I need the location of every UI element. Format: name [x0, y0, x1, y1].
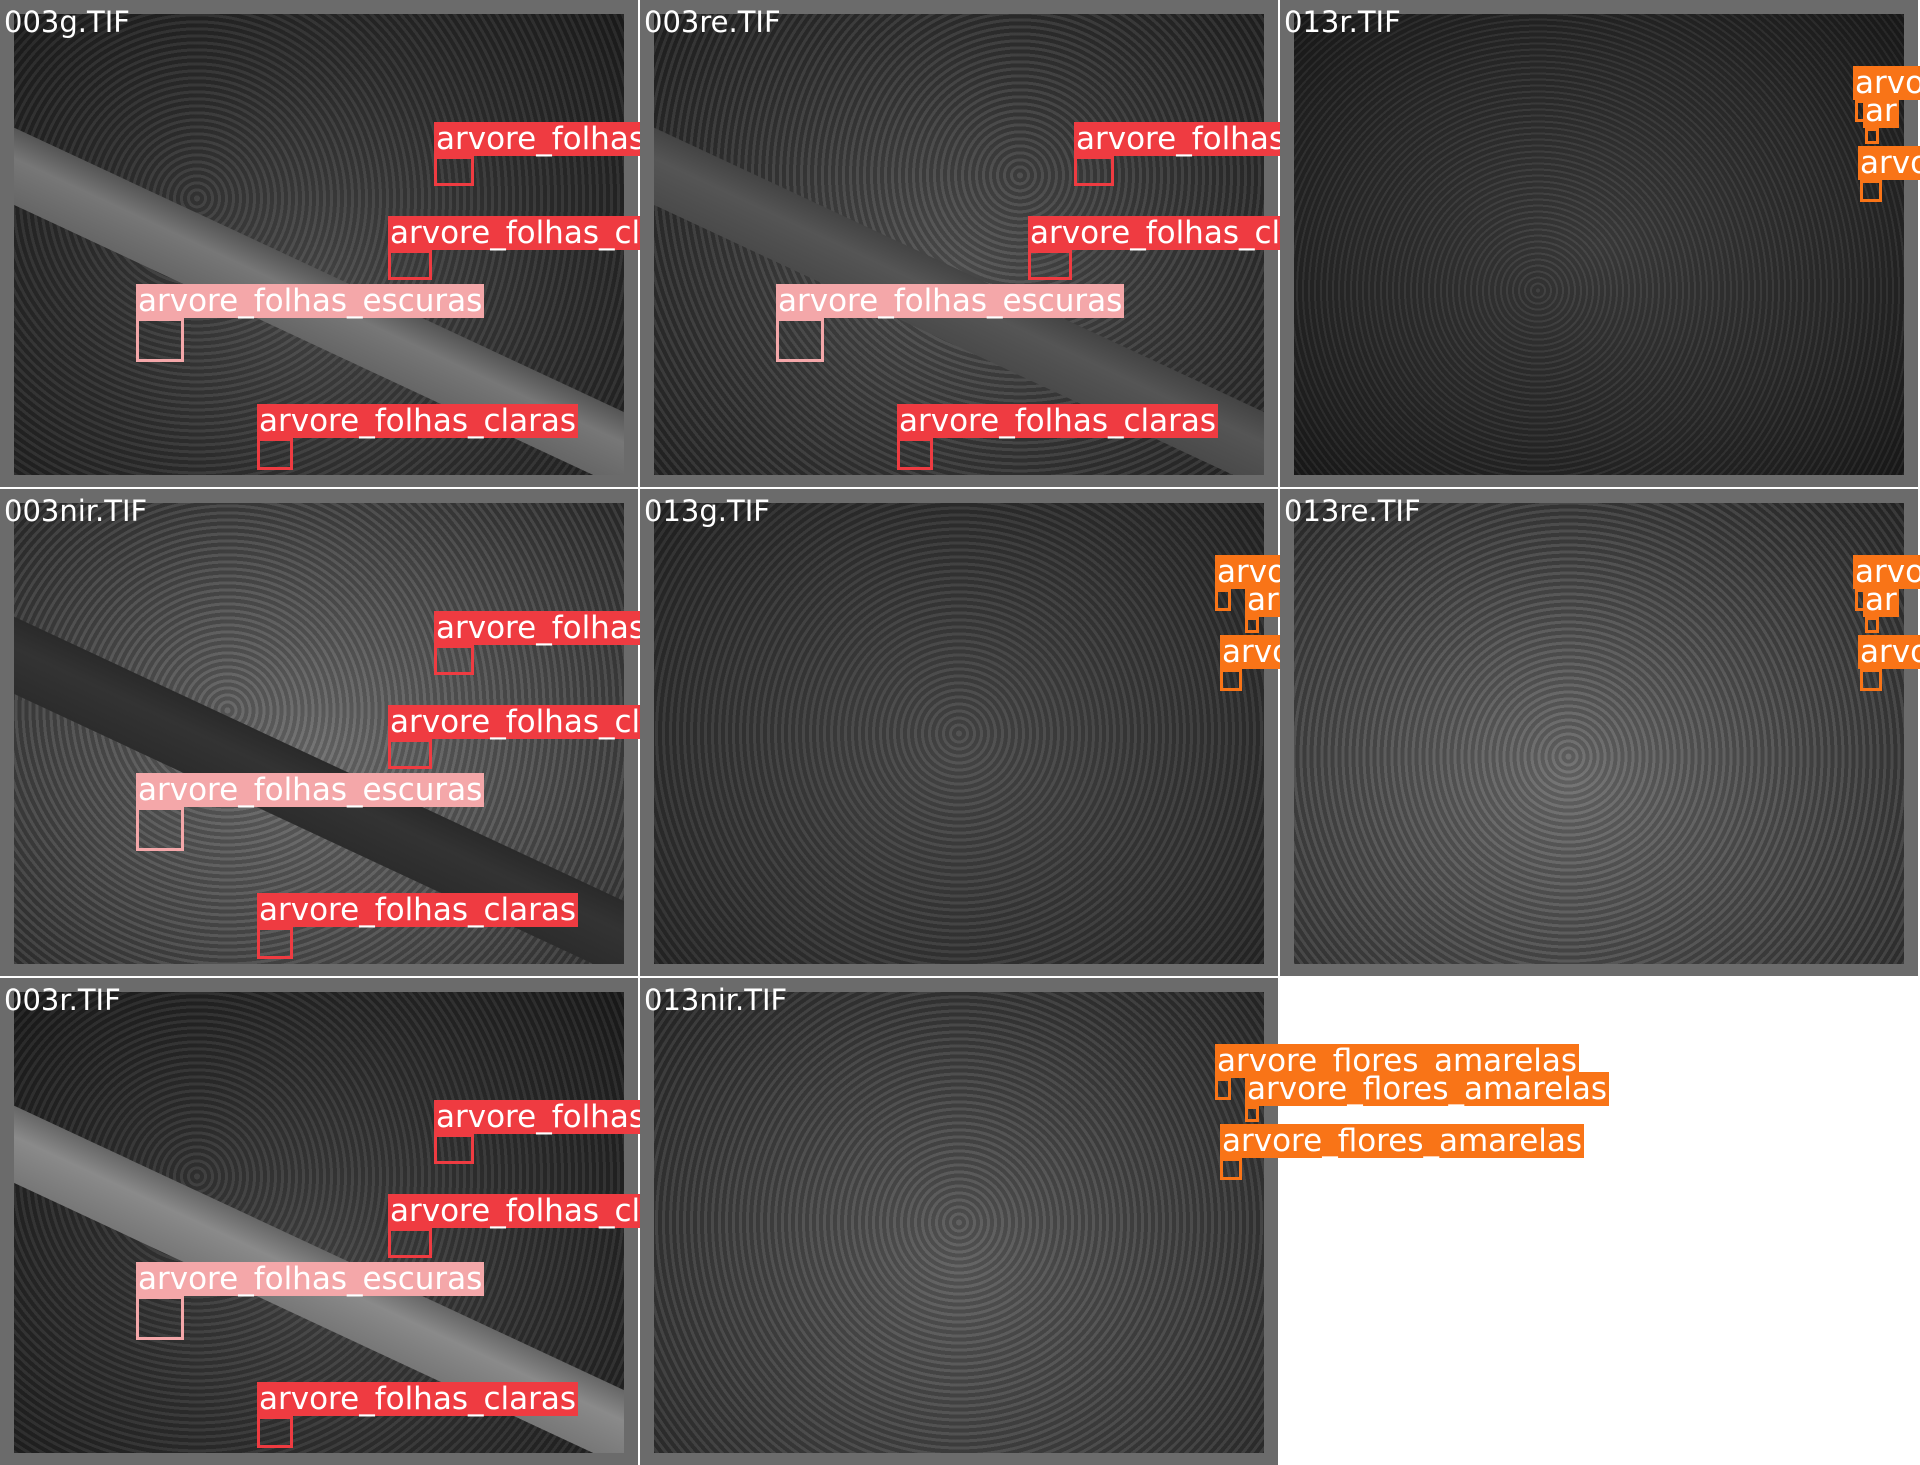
detection-box: arvore_folhas_claras	[257, 1382, 579, 1448]
detection-label: arvore_folhas_escuras	[136, 772, 485, 808]
panel-013r: 013r.TIF arvo ar arvo	[1280, 0, 1920, 487]
detection-box: arvore_folhas_claras	[897, 404, 1219, 470]
detection-box: ar	[1863, 583, 1899, 633]
detection-box: arvore_folhas_escuras	[136, 284, 485, 362]
detection-label: arvo	[1858, 635, 1920, 669]
aerial-photo	[654, 503, 1264, 964]
panel-013nir: 013nir.TIF arvore_flores_amarelas arvore…	[640, 978, 1610, 1465]
detection-box: arvore_folhas_claras	[434, 122, 756, 186]
panel-filename: 003nir.TIF	[4, 494, 148, 528]
panel-filename: 003r.TIF	[4, 983, 121, 1017]
detection-box: arvo	[1858, 635, 1920, 691]
detection-box: arvore_folhas_claras	[388, 705, 710, 769]
detection-label: arvore_folhas_claras	[257, 892, 579, 928]
detection-label: arvore_folhas_claras	[897, 403, 1219, 439]
detection-label: ar	[1863, 93, 1899, 129]
detection-box: arvore_flores_amarelas	[1220, 1124, 1585, 1180]
detection-box: arvore_folhas_escuras	[776, 284, 1125, 362]
detection-label: arvore_folhas_escuras	[136, 283, 485, 319]
detection-box: arvore_folhas_claras	[434, 611, 756, 675]
aerial-photo	[654, 992, 1264, 1453]
panel-003r: 003r.TIF arvore_folhas_claras arvore_fol…	[0, 978, 756, 1465]
panel-filename: 013nir.TIF	[644, 983, 788, 1017]
detection-label: arvore_folhas_escuras	[136, 1261, 485, 1297]
detection-box: arvore_flores_amarelas	[1215, 1044, 1580, 1100]
detection-label: arvore_folhas_claras	[257, 1381, 579, 1417]
panel-filename: 003g.TIF	[4, 5, 130, 39]
detection-box: arvore_flores_amarelas	[1220, 635, 1585, 691]
detection-box: arvore_folhas_claras	[388, 216, 710, 280]
detection-label: arvore_flores_amarelas	[1245, 1071, 1610, 1107]
detection-box: arvore_folhas_claras	[388, 1194, 710, 1258]
detection-label: ar	[1863, 582, 1899, 618]
detection-label: arvore_folhas_claras	[257, 403, 579, 439]
detection-box: arvore_flores_amarelas	[1245, 583, 1610, 633]
detection-box: arvore_flores_amarelas	[1245, 1072, 1610, 1122]
detection-box: arvore_flores_amarelas	[1215, 555, 1580, 611]
detection-box: ar	[1863, 94, 1899, 144]
aerial-photo	[1294, 503, 1904, 964]
detection-box: arvore_folhas_claras	[434, 1100, 756, 1164]
aerial-photo	[1294, 14, 1904, 475]
panel-filename: 013re.TIF	[1284, 494, 1421, 528]
panel-filename: 003re.TIF	[644, 5, 781, 39]
detection-box: arvore_folhas_claras	[257, 404, 579, 470]
panel-013re: 013re.TIF arvo ar arvo	[1280, 489, 1920, 976]
detection-box: arvore_folhas_escuras	[136, 773, 485, 851]
detection-box: arvore_folhas_escuras	[136, 1262, 485, 1340]
detection-label: arvo	[1858, 146, 1920, 180]
detection-box: arvo	[1858, 146, 1920, 202]
panel-filename: 013g.TIF	[644, 494, 770, 528]
detection-box: arvore_folhas_claras	[1074, 122, 1396, 186]
panel-013g: 013g.TIF arvore_flores_amarelas arvore_f…	[640, 489, 1610, 976]
detection-label: arvore_flores_amarelas	[1220, 1123, 1585, 1159]
detection-label: arvore_folhas_escuras	[776, 283, 1125, 319]
detection-box: arvore_folhas_claras	[257, 893, 579, 959]
panel-003nir: 003nir.TIF arvore_folhas_claras arvore_f…	[0, 489, 756, 976]
panel-filename: 013r.TIF	[1284, 5, 1401, 39]
panel-003re: 003re.TIF arvore_folhas_claras arvore_fo…	[640, 0, 1396, 487]
panel-003g: 003g.TIF arvore_folhas_claras arvore_fol…	[0, 0, 756, 487]
detection-box: arvore_folhas_claras	[1028, 216, 1350, 280]
